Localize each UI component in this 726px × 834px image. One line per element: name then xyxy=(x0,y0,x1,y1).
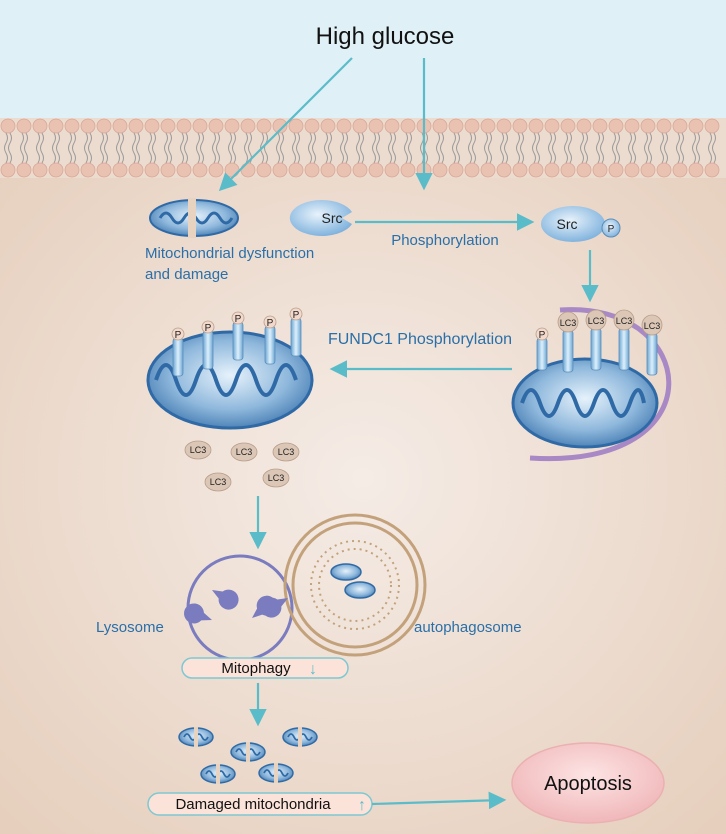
damaged-mitochondrion xyxy=(149,198,239,238)
lc3-label: LC3 xyxy=(278,447,295,457)
mito-dysfunction-label-line1: Mitochondrial dysfunction xyxy=(145,245,314,262)
cap-label: P xyxy=(235,314,242,325)
small-damaged-mitochondrion xyxy=(258,763,294,783)
small-damaged-mitochondrion xyxy=(200,764,236,784)
cap-label: P xyxy=(175,330,182,341)
phosphorylation-label: Phosphorylation xyxy=(391,232,499,249)
src-label: Src xyxy=(322,210,343,226)
lc3-protein: LC3 xyxy=(204,472,232,492)
lc3-protein: LC3 xyxy=(262,468,290,488)
small-damaged-mitochondrion xyxy=(230,742,266,762)
mitophagy-box xyxy=(181,657,349,679)
src-p-label: Src xyxy=(557,216,578,232)
cap-label: LC3 xyxy=(616,316,633,326)
enzyme-shape xyxy=(261,597,288,618)
apoptosis-node xyxy=(511,742,665,824)
arrow-glucose-to-mito xyxy=(218,57,353,192)
stimulus-label: High glucose xyxy=(316,23,455,50)
src-p-phospho-label: P xyxy=(608,224,615,235)
damaged-label: Damaged mitochondria xyxy=(175,796,331,813)
lc3-protein: LC3 xyxy=(230,442,258,462)
small-damaged-mitochondrion xyxy=(282,727,318,747)
mito-dysfunction-label-line2: and damage xyxy=(145,266,228,283)
lc3-protein: LC3 xyxy=(272,442,300,462)
cell-membrane xyxy=(0,118,726,178)
mitochondrion-fundc1-phosphorylated: P P P P P xyxy=(146,307,314,430)
damaged-trend-icon: ↑ xyxy=(358,797,366,814)
cap-label: P xyxy=(293,310,300,321)
cap-label: LC3 xyxy=(588,316,605,326)
autophagosome xyxy=(283,513,427,657)
lc3-protein: LC3 xyxy=(184,440,212,460)
src-protein xyxy=(289,199,352,236)
phagophore-membrane xyxy=(529,307,672,462)
cap-label: P xyxy=(539,330,546,341)
small-damaged-mitochondrion xyxy=(178,727,214,747)
lc3-label: LC3 xyxy=(190,445,207,455)
fundc1-label: FUNDC1 Phosphorylation xyxy=(328,331,512,348)
lysosomal-enzymes xyxy=(183,589,288,624)
lc3-label: LC3 xyxy=(268,473,285,483)
cap-label: LC3 xyxy=(560,318,577,328)
autophagosome-label: autophagosome xyxy=(414,619,522,636)
cap-label: LC3 xyxy=(644,321,661,331)
enzyme-shape xyxy=(183,603,212,624)
mitophagy-label: Mitophagy xyxy=(221,660,291,677)
enzyme-shape xyxy=(212,589,239,610)
lc3-label: LC3 xyxy=(236,447,253,457)
damaged-mitochondria-cluster xyxy=(178,727,318,784)
cap-label: P xyxy=(267,318,274,329)
lysosome-label: Lysosome xyxy=(96,619,164,636)
engulfed-mitochondria xyxy=(330,563,376,599)
cap-label: P xyxy=(205,323,212,334)
cytoplasm xyxy=(0,150,726,834)
mitophagy-trend-icon: ↓ xyxy=(309,661,317,678)
src-phosphorylated xyxy=(541,206,621,242)
apoptosis-label: Apoptosis xyxy=(544,773,632,795)
lc3-label: LC3 xyxy=(210,477,227,487)
arrow-damaged-to-apoptosis xyxy=(371,791,507,810)
